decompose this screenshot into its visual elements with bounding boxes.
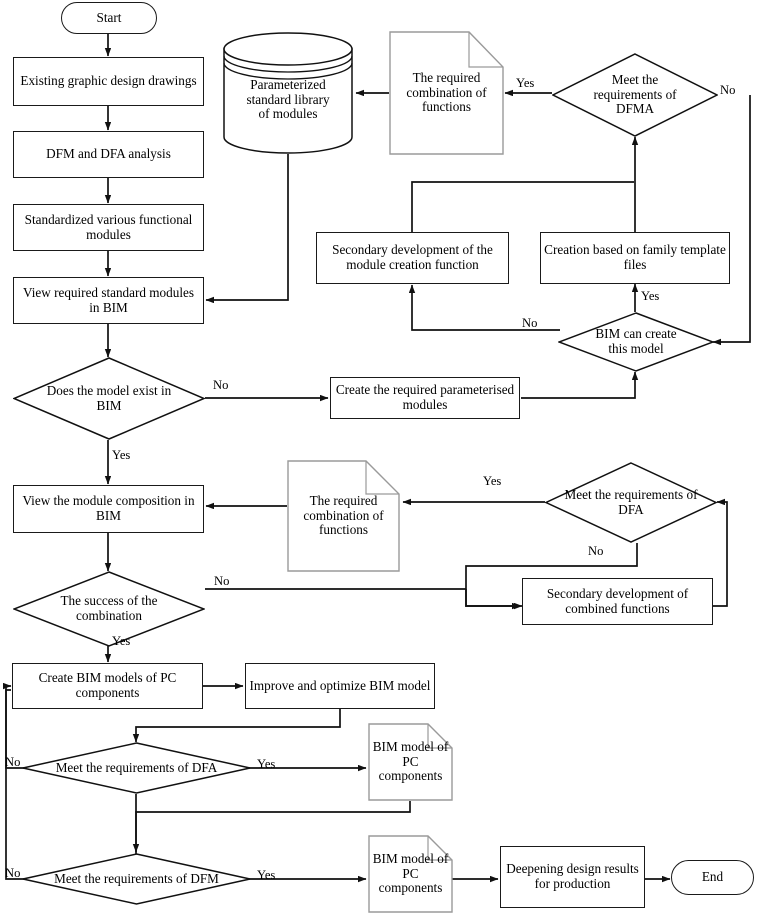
document-shape — [389, 31, 504, 155]
diamond-shape — [552, 53, 718, 137]
edge-label-success-no: No — [214, 574, 230, 588]
node-view-module-composition-label: View the module composition in BIM — [22, 493, 195, 523]
edge-label-model-exist-yes: Yes — [112, 448, 131, 462]
edge-label-success-yes: Yes — [112, 634, 131, 648]
node-end[interactable]: End — [671, 860, 754, 895]
edge-secdev-to-dfma-join — [411, 181, 634, 232]
edge-label-dfa-mid-yes: Yes — [483, 474, 502, 488]
node-bim-model-pc-1-label: BIM model of PC components — [372, 738, 449, 784]
node-start[interactable]: Start — [61, 2, 157, 34]
node-deepening-design[interactable]: Deepening design results for production — [500, 846, 645, 908]
node-meet-dfa-mid[interactable]: Meet the requirements of DFA — [545, 462, 717, 543]
edge-dfma-no-to-bimcreate — [712, 95, 751, 346]
node-improve-optimize-label: Improve and optimize BIM model — [249, 677, 431, 693]
node-meet-dfm-bottom[interactable]: Meet the requirements of DFM — [22, 853, 251, 905]
node-create-param-modules[interactable]: Create the required parameterised module… — [330, 377, 520, 419]
edge-label-dfma-no: No — [720, 83, 736, 97]
node-standardized-modules[interactable]: Standardized various functional modules — [13, 204, 204, 251]
edge-label-dfa-mid-no: No — [588, 544, 604, 558]
node-success-combination-label: The success of the combination — [60, 593, 158, 623]
node-creation-family-template-label: Creation based on family template files — [544, 242, 726, 272]
edge-label-dfa-bottom-yes: Yes — [257, 757, 276, 771]
node-required-combination-mid[interactable]: The required combination of functions — [287, 460, 400, 572]
node-create-bim-models-label: Create BIM models of PC components — [38, 670, 177, 700]
node-secondary-dev-module-label: Secondary development of the module crea… — [332, 242, 493, 272]
node-creation-family-template[interactable]: Creation based on family template files — [540, 232, 730, 284]
diamond-shape — [545, 462, 717, 543]
node-bim-can-create-label: BIM can create this model — [595, 326, 677, 356]
diamond-shape — [22, 853, 251, 905]
node-existing-drawings-label: Existing graphic design drawings — [20, 73, 197, 89]
node-required-combination-mid-label: The required combination of functions — [303, 492, 384, 538]
node-meet-dfma-label: Meet the requirements of DFMA — [593, 71, 677, 117]
node-bim-can-create[interactable]: BIM can create this model — [558, 312, 714, 372]
node-bim-model-pc-2-label: BIM model of PC components — [372, 850, 449, 896]
node-dfm-dfa-analysis-label: DFM and DFA analysis — [46, 146, 171, 162]
node-create-param-modules-label: Create the required parameterised module… — [335, 382, 515, 412]
edge-label-dfma-yes: Yes — [516, 76, 535, 90]
node-secondary-dev-module[interactable]: Secondary development of the module crea… — [316, 232, 509, 284]
diamond-shape — [22, 742, 251, 794]
node-meet-dfa-bottom-label: Meet the requirements of DFA — [55, 759, 218, 775]
edge-label-dfm-bottom-no: No — [5, 866, 21, 880]
document-shape — [368, 723, 453, 801]
edge-library-to-view — [205, 154, 289, 304]
node-dfm-dfa-analysis[interactable]: DFM and DFA analysis — [13, 131, 204, 178]
node-bim-model-pc-2[interactable]: BIM model of PC components — [368, 835, 453, 913]
diamond-shape — [13, 571, 205, 647]
node-secondary-dev-combined-label: Secondary development of combined functi… — [546, 585, 689, 616]
node-param-library-label: Parameterized standard library of module… — [246, 76, 330, 122]
node-meet-dfa-bottom[interactable]: Meet the requirements of DFA — [22, 742, 251, 794]
node-existing-drawings[interactable]: Existing graphic design drawings — [13, 57, 204, 106]
node-end-label: End — [701, 869, 724, 885]
node-view-standard-modules[interactable]: View required standard modules in BIM — [13, 277, 204, 324]
edge-improve-to-dfabottom — [132, 709, 341, 743]
document-shape — [287, 460, 400, 572]
document-shape — [368, 835, 453, 913]
node-view-standard-modules-label: View required standard modules in BIM — [23, 284, 194, 315]
node-required-combination-top[interactable]: The required combination of functions — [389, 31, 504, 155]
node-meet-dfma[interactable]: Meet the requirements of DFMA — [552, 53, 718, 137]
node-secondary-dev-combined[interactable]: Secondary development of combined functi… — [522, 578, 713, 625]
edge-label-dfa-bottom-no: No — [5, 755, 21, 769]
node-required-combination-top-label: The required combination of functions — [406, 69, 487, 115]
edge-bimcreate-no-to-secdev — [408, 284, 560, 331]
node-start-label: Start — [96, 9, 122, 25]
edge-success-no-arrow — [465, 589, 521, 610]
cylinder-shape — [223, 32, 353, 154]
diamond-shape — [13, 357, 205, 440]
edge-label-bim-create-yes: Yes — [641, 289, 660, 303]
node-improve-optimize[interactable]: Improve and optimize BIM model — [245, 663, 435, 709]
node-meet-dfm-bottom-label: Meet the requirements of DFM — [54, 870, 219, 886]
node-param-library[interactable]: Parameterized standard library of module… — [222, 31, 354, 155]
node-view-module-composition[interactable]: View the module composition in BIM — [13, 485, 204, 533]
edge-label-dfm-bottom-yes: Yes — [257, 868, 276, 882]
node-bim-model-pc-1[interactable]: BIM model of PC components — [368, 723, 453, 801]
node-meet-dfa-mid-label: Meet the requirements of DFA — [564, 486, 698, 517]
node-model-exist-label: Does the model exist in BIM — [46, 382, 172, 413]
node-success-combination[interactable]: The success of the combination — [13, 571, 205, 647]
node-deepening-design-label: Deepening design results for production — [506, 861, 639, 891]
diamond-shape — [558, 312, 714, 372]
edge-label-model-exist-no: No — [213, 378, 229, 392]
edge-label-bim-create-no: No — [522, 316, 538, 330]
node-create-bim-models[interactable]: Create BIM models of PC components — [12, 663, 203, 709]
edge-createparam-to-bimcreate — [521, 371, 639, 399]
node-model-exist[interactable]: Does the model exist in BIM — [13, 357, 205, 440]
node-standardized-modules-label: Standardized various functional modules — [24, 211, 193, 242]
